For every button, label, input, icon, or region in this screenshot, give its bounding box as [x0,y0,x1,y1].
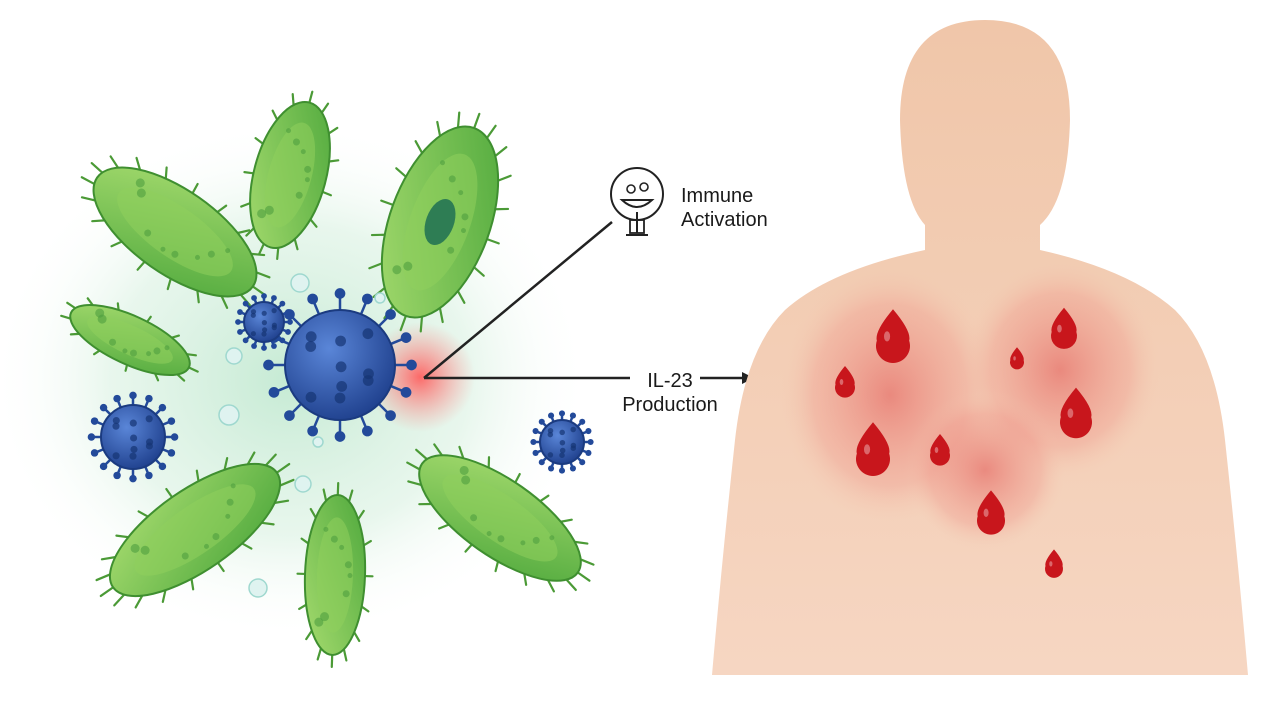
bubble [294,475,312,493]
bubble [248,578,268,598]
blood-drop [835,366,855,398]
virus-group [87,288,594,483]
bacterium [60,297,199,382]
blood-drop [977,490,1005,535]
bacterium [240,90,340,261]
virus [235,293,293,351]
blood-drop [1010,347,1025,370]
immune-label-line-2: Activation [681,209,768,231]
bacterium [296,481,374,669]
blood-drop [1051,307,1077,349]
bubble [218,404,240,426]
il23-label-line-1: IL-23 [647,370,693,392]
immune-connector-line [423,221,613,379]
il23-production-label: IL-23 Production [610,369,730,417]
immune-label-line-1: Immune [681,185,754,207]
blood-drop [856,422,890,476]
bacterium [368,111,512,333]
bubble [374,292,386,304]
human-back-figure [712,20,1248,675]
bacterium [95,451,295,609]
blood-drop [930,434,950,466]
blood-drops [835,307,1092,578]
virus [530,410,594,474]
bubble [290,273,310,293]
blood-drop [1060,387,1092,439]
blood-drop [876,309,910,363]
bubble [225,347,243,365]
immune-activation-label: Immune Activation [681,184,768,232]
il23-label-line-2: Production [622,394,718,416]
immune-cell-icon [610,167,664,236]
bubble [312,436,324,448]
bubble-group [218,273,386,598]
virus [87,391,179,483]
inflamed-area-center [905,390,1065,550]
bacterium [406,443,595,593]
blood-drop [1045,549,1063,578]
bacteria-group [60,90,595,669]
virus [263,288,417,442]
